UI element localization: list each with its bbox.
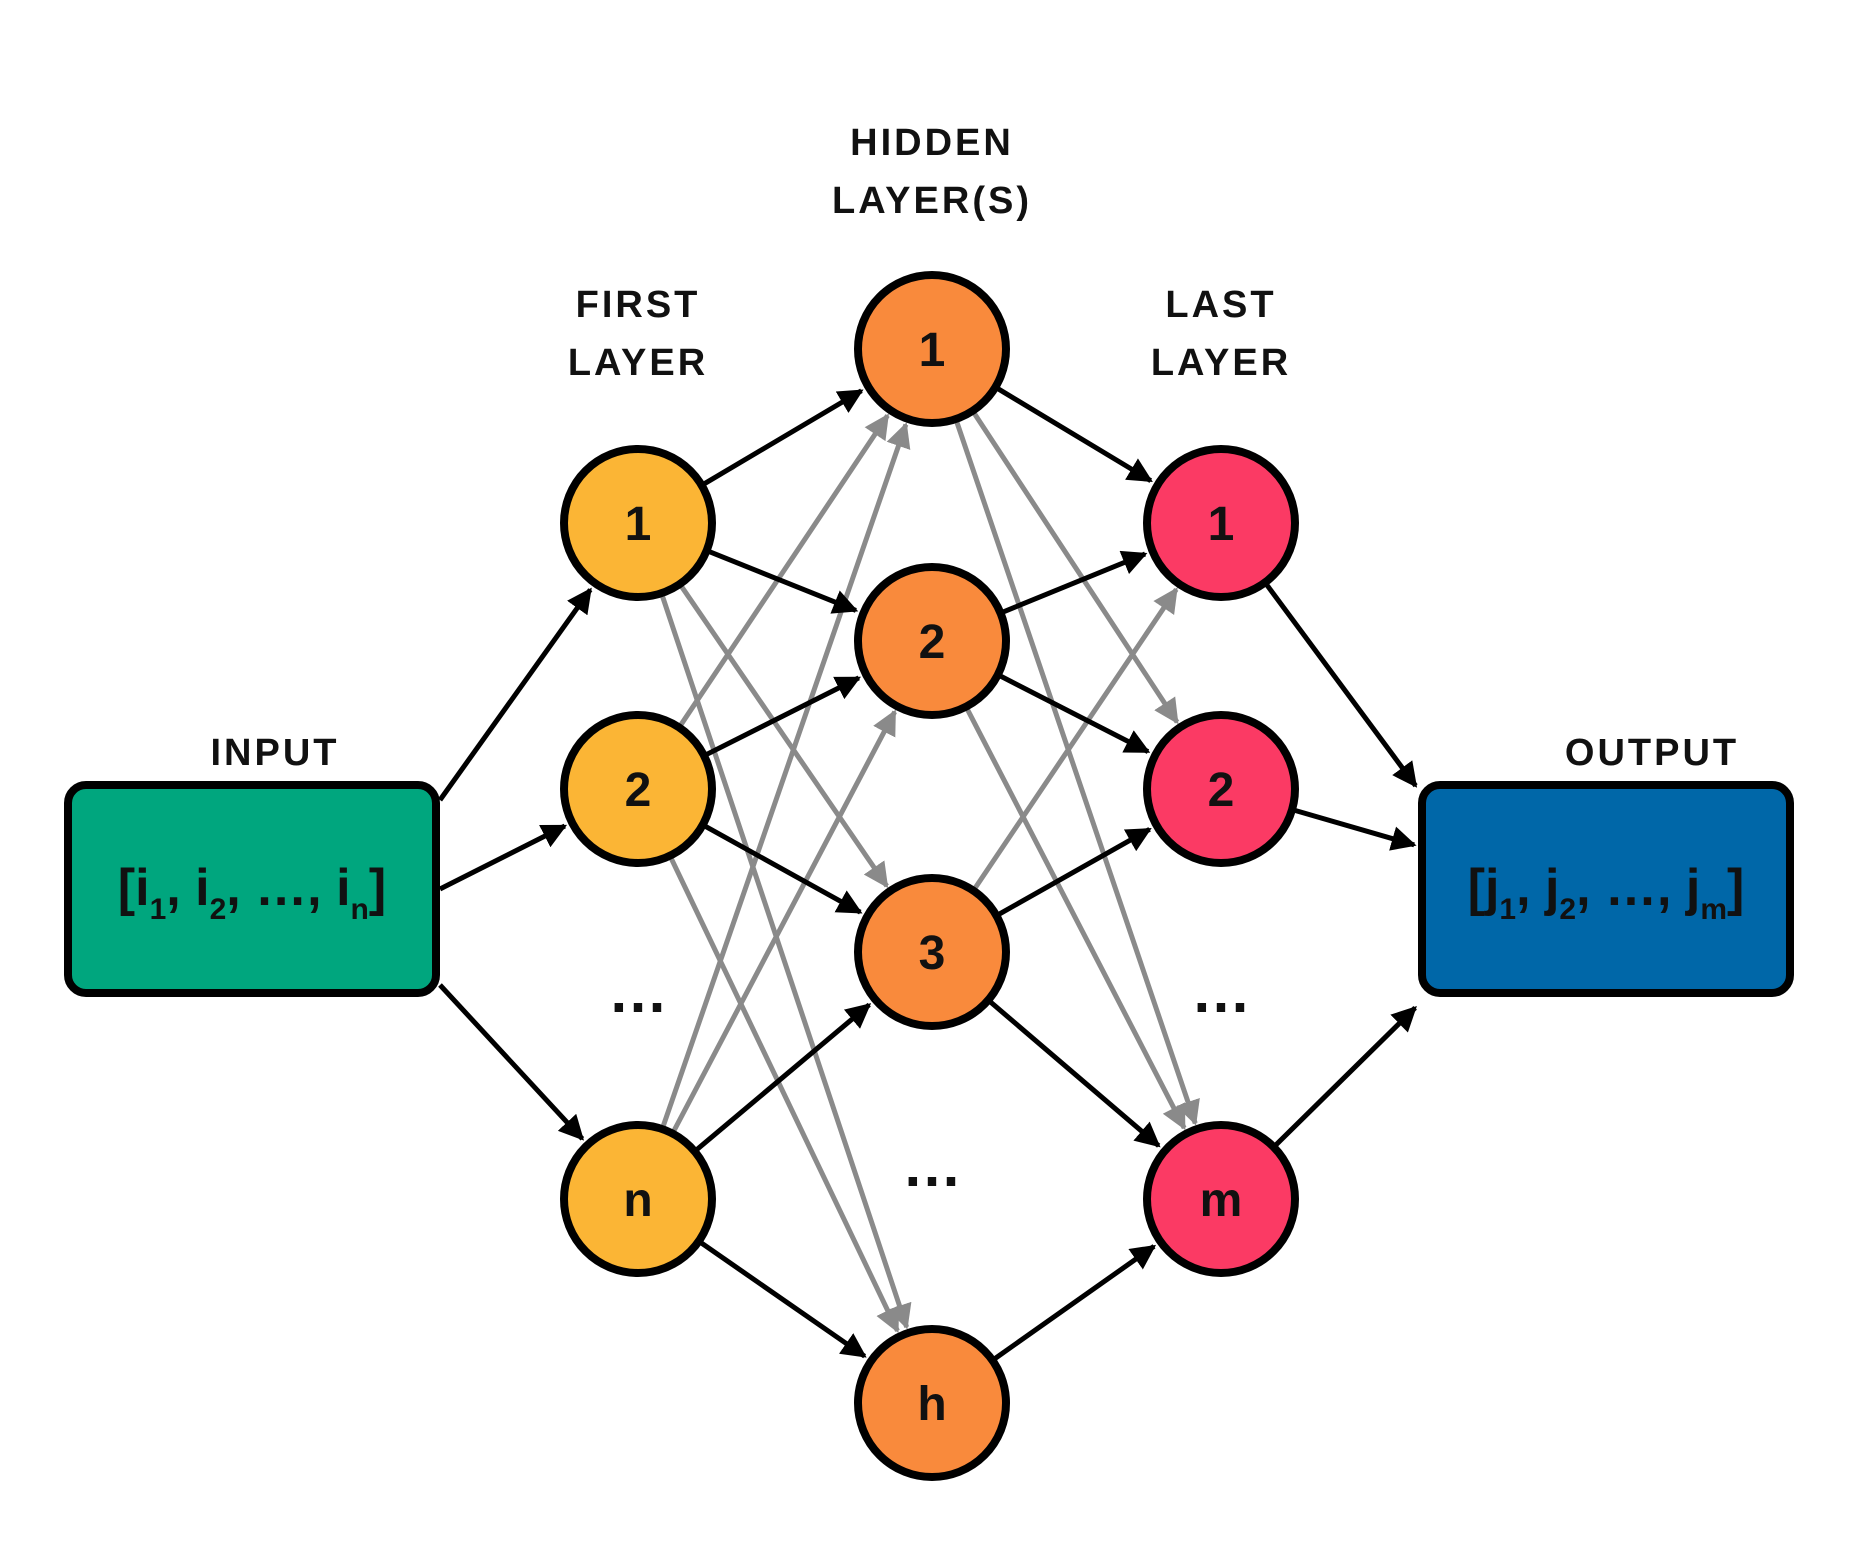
last-layer-node-2-label: 2	[1208, 764, 1235, 817]
output-vector-sub-2: 2	[1559, 893, 1576, 926]
edge-h2-l2	[998, 673, 1151, 754]
input-vector-text: [i1, i2, …, in]	[118, 859, 386, 926]
edge-fn-h1-faint	[660, 422, 911, 1128]
last-layer-node-1	[1143, 445, 1299, 601]
hidden-layer: 1 2 3 h …	[854, 271, 1010, 1481]
edge-fn-hh	[699, 1240, 867, 1359]
input-box-rect	[64, 781, 440, 997]
edge-f1-h2	[707, 548, 859, 614]
edge-h3-l2	[996, 827, 1152, 917]
edge-f2-h3	[703, 823, 863, 915]
edge-h2-lm-faint	[964, 707, 1187, 1131]
first-layer-node-n	[560, 1121, 716, 1277]
edge-h3-lm	[988, 999, 1161, 1148]
hidden-layers-heading-line1: HIDDEN	[850, 122, 1014, 164]
edge-input-f1	[437, 587, 593, 802]
edge-h2-l1	[1001, 550, 1148, 615]
edge-lm-output	[1273, 1006, 1417, 1148]
first-layer: 1 2 n …	[560, 445, 716, 1277]
input-vector-close: ]	[369, 859, 386, 917]
last-layer-ellipsis: …	[1191, 958, 1251, 1025]
edge-f2-hh-faint	[668, 856, 900, 1334]
first-layer-node-2	[560, 711, 716, 867]
edge-f2-h2	[704, 675, 861, 758]
input-heading: INPUT	[211, 732, 340, 774]
edge-input-fn	[438, 983, 585, 1141]
hidden-layer-node-2-label: 2	[919, 616, 946, 669]
last-layer-node-2	[1143, 711, 1299, 867]
hidden-layer-node-3	[854, 874, 1010, 1030]
input-vector-sub-1: 1	[150, 893, 167, 926]
edge-f1-h1	[702, 388, 864, 487]
output-vector-close: ]	[1727, 859, 1744, 917]
input-vector-open: [i	[118, 859, 150, 917]
last-layer-node-1-label: 1	[1208, 498, 1235, 551]
output-vector-sub-m: m	[1700, 893, 1727, 926]
output-vector-sub-1: 1	[1499, 893, 1516, 926]
edge-h1-l1	[995, 386, 1153, 483]
output-vector-open: [j	[1468, 859, 1500, 917]
edge-fn-h2-faint	[671, 709, 897, 1133]
edge-input-f2	[438, 823, 568, 892]
last-layer-node-m-label: m	[1200, 1174, 1243, 1227]
output-heading: OUTPUT	[1565, 732, 1739, 774]
hidden-layer-node-3-label: 3	[919, 927, 946, 980]
hidden-layer-node-h	[854, 1325, 1010, 1481]
first-layer-node-n-label: n	[623, 1174, 652, 1227]
input-vector-sub-n: n	[351, 893, 369, 926]
last-layer: 1 2 m …	[1143, 445, 1299, 1277]
input-vector-box: [i1, i2, …, in]	[64, 781, 440, 997]
strong-edges	[437, 386, 1418, 1362]
faint-edges	[659, 411, 1200, 1334]
hidden-layer-node-2	[854, 563, 1010, 719]
first-layer-heading-line1: FIRST	[576, 284, 701, 326]
first-layer-node-1	[560, 445, 716, 601]
edge-h1-l2-faint	[971, 411, 1180, 725]
input-vector-sep-1: , i	[166, 859, 209, 917]
output-vector-box: [j1, j2, …, jm]	[1418, 781, 1794, 997]
input-vector-sub-2: 2	[210, 893, 227, 926]
hidden-layers-heading-line2: LAYER(S)	[832, 180, 1032, 222]
edge-hh-lm	[992, 1244, 1157, 1362]
first-layer-ellipsis: …	[608, 958, 668, 1025]
edge-h3-l1-faint	[972, 587, 1179, 891]
edge-l2-output	[1293, 807, 1417, 851]
output-vector-text: [j1, j2, …, jm]	[1468, 859, 1745, 926]
last-layer-heading-line1: LAST	[1165, 284, 1276, 326]
last-layer-heading-line2: LAYER	[1151, 342, 1291, 384]
hidden-layer-node-1	[854, 271, 1010, 427]
hidden-layer-ellipsis: …	[902, 1132, 962, 1199]
output-vector-sep-2: , …, j	[1576, 859, 1700, 917]
output-box-rect	[1418, 781, 1794, 997]
edge-f2-h1-faint	[678, 413, 890, 728]
hidden-layer-node-1-label: 1	[919, 324, 946, 377]
hidden-layer-node-h-label: h	[917, 1378, 946, 1431]
edge-h1-lm-faint	[954, 420, 1200, 1126]
first-layer-node-1-label: 1	[625, 498, 652, 551]
output-vector-sep-1: , j	[1516, 859, 1559, 917]
edge-l1-output	[1264, 582, 1418, 788]
first-layer-node-2-label: 2	[625, 764, 652, 817]
input-vector-sep-2: , …, i	[226, 859, 350, 917]
last-layer-node-m	[1143, 1121, 1299, 1277]
edge-f1-hh-faint	[659, 594, 912, 1330]
edge-fn-h3	[694, 1002, 872, 1153]
edge-f1-h3-faint	[678, 584, 889, 889]
first-layer-heading-line2: LAYER	[568, 342, 708, 384]
